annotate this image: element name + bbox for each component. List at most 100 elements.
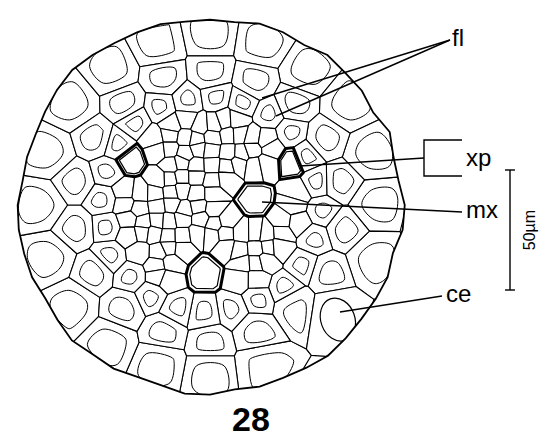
cell-lumen: [181, 90, 196, 105]
cell-wall: [178, 5, 239, 56]
cell-wall: [189, 224, 205, 252]
leader-lines: [262, 40, 515, 312]
leader-line: [340, 296, 442, 312]
vessel-wall: [116, 143, 148, 177]
cell-wall: [215, 107, 230, 129]
cell-lumen: [306, 233, 323, 248]
cell-wall: [160, 229, 175, 243]
cell-wall: [203, 172, 221, 187]
cell-lumen: [244, 321, 275, 343]
cell-wall: [175, 170, 189, 184]
cell-lumen: [196, 301, 212, 320]
cell-lumen: [110, 91, 135, 113]
cell-lumen: [98, 220, 112, 235]
figure-number: 28: [232, 402, 270, 436]
cell-wall: [219, 143, 235, 159]
cell-wall: [258, 154, 279, 186]
leader-line: [262, 202, 462, 212]
cell-lumen: [109, 297, 134, 320]
cell-wall: [111, 175, 134, 198]
cell-lumen: [243, 69, 269, 91]
section-outline: [18, 20, 405, 395]
cell-wall: [191, 110, 208, 135]
leader-line: [300, 158, 424, 166]
cell-wall: [187, 185, 205, 201]
cell-lumen: [316, 125, 340, 151]
cell-lumen: [143, 290, 158, 306]
cell-wall: [172, 80, 203, 113]
vessel-wall: [234, 183, 276, 217]
cell-lumen: [62, 168, 85, 194]
cell-lumen: [50, 290, 88, 328]
cell-lumen: [236, 95, 251, 109]
cell-wall: [190, 142, 206, 158]
cell-wall: [174, 155, 189, 170]
cell-wall: [148, 198, 166, 213]
cell-lumen: [98, 164, 115, 178]
cell-lumen: [277, 277, 294, 293]
cell-wall: [174, 212, 191, 227]
cell-wall: [135, 213, 151, 228]
cell-lumen: [27, 241, 64, 277]
vessel-lumen: [281, 151, 301, 177]
cell-lumen: [356, 132, 393, 169]
bracket: [424, 140, 462, 176]
cell-wall: [233, 215, 248, 243]
leader-line: [262, 40, 450, 98]
cell-wall: [204, 157, 220, 173]
cell-group: [7, 5, 410, 406]
scale-label: 50µm: [522, 210, 538, 250]
cell-lumen: [138, 353, 175, 386]
cell-wall: [175, 227, 191, 242]
tissue-label: mx: [466, 198, 498, 222]
cell-lumen: [80, 260, 104, 285]
cell-wall: [220, 127, 234, 144]
cell-lumen: [197, 62, 224, 81]
cell-lumen: [149, 322, 176, 342]
cell-wall: [215, 289, 249, 332]
cell-lumen: [125, 116, 142, 131]
vessel-lumen: [238, 186, 271, 213]
cell-lumen: [284, 300, 307, 333]
scale-bar-tick: [505, 169, 515, 170]
cell-wall: [203, 143, 220, 158]
cell-lumen: [197, 332, 224, 350]
cell-lumen: [152, 99, 167, 114]
scale-bar: [509, 170, 510, 290]
cell-lumen: [314, 293, 361, 346]
leader-line: [276, 40, 450, 116]
cell-lumen: [101, 248, 118, 263]
cell-lumen: [150, 67, 177, 87]
cell-wall: [81, 184, 116, 216]
vessel-lumen: [119, 147, 144, 174]
cell-lumen: [18, 186, 54, 223]
cell-lumen: [87, 329, 126, 366]
cell-wall: [247, 241, 263, 256]
vessel-wall: [186, 253, 224, 293]
cell-lumen: [90, 46, 128, 83]
cell-wall: [218, 226, 234, 241]
cell-lumen: [223, 300, 238, 319]
cell-lumen: [332, 81, 371, 120]
vessel-wall: [279, 148, 304, 180]
cell-lumen: [301, 149, 316, 164]
cell-lumen: [284, 126, 300, 140]
cell-lumen: [293, 257, 309, 275]
cell-lumen: [62, 215, 85, 241]
cell-wall: [50, 205, 93, 254]
cell-lumen: [358, 243, 394, 284]
cell-lumen: [137, 25, 175, 57]
cell-lumen: [50, 82, 88, 120]
cell-lumen: [112, 135, 127, 151]
cell-lumen: [335, 217, 358, 243]
cell-lumen: [80, 125, 103, 150]
cell-wall: [273, 238, 297, 264]
cell-lumen: [209, 90, 224, 104]
cell-lumen: [309, 173, 323, 189]
cell-wall: [160, 242, 176, 256]
cell-lumen: [91, 192, 107, 207]
cell-lumen: [319, 261, 345, 284]
cell-lumen: [246, 23, 283, 57]
cell-wall: [306, 287, 373, 357]
